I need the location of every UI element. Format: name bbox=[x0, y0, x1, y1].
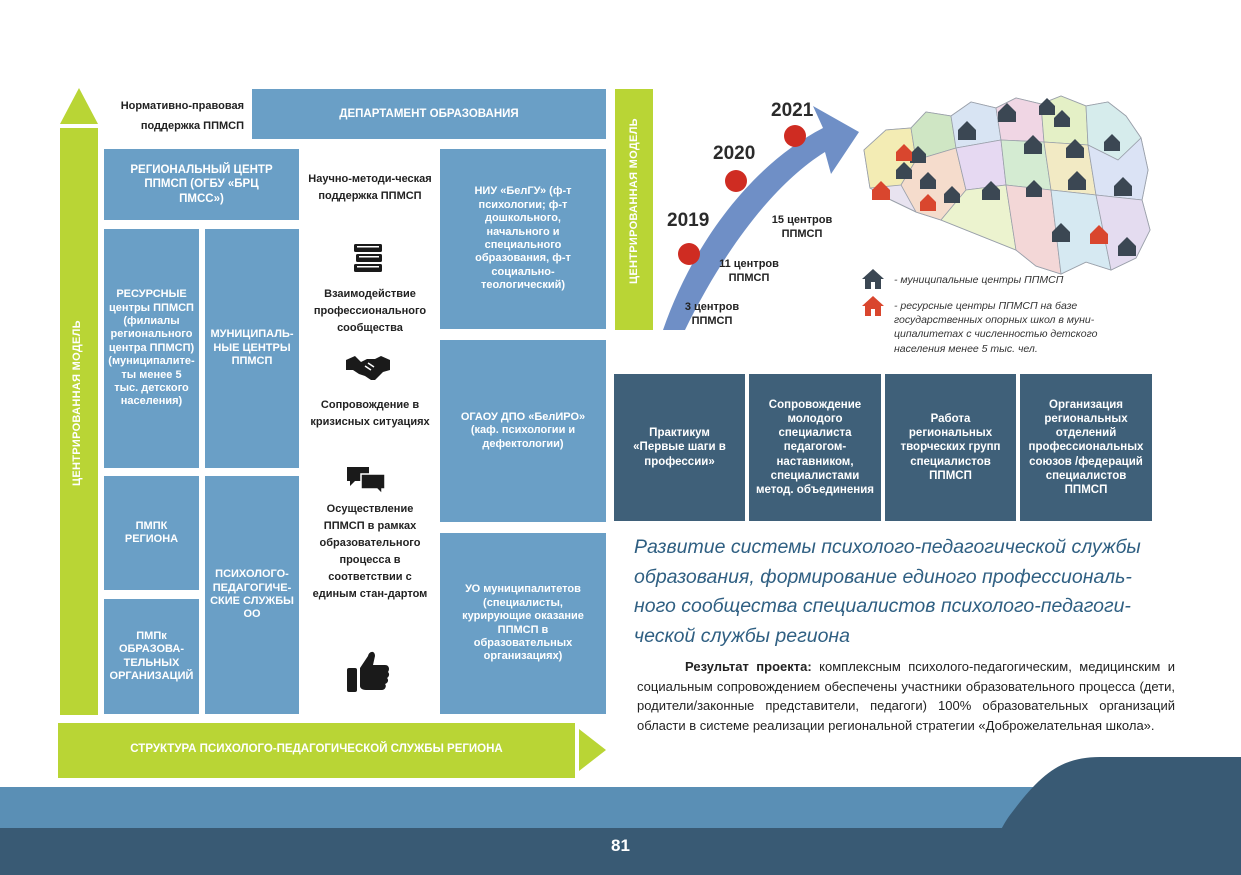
pmpk-org-box: ПМПк ОБРАЗОВА-ТЕЛЬНЫХ ОРГАНИЗАЦИЙ bbox=[104, 599, 199, 714]
right-vertical-bar bbox=[615, 89, 653, 330]
resource-centers-box: РЕСУРСНЫЕ центры ППМСП (филиалы регионал… bbox=[104, 229, 199, 468]
uo-municipalities-box: УО муниципалитетов (специалисты, курирую… bbox=[440, 533, 606, 714]
municipal-house-icon bbox=[862, 269, 884, 289]
resource-house-icon bbox=[862, 296, 884, 316]
municipal-centers-box: МУНИЦИПАЛЬ-НЫЕ ЦЕНТРЫ ППМСП bbox=[205, 229, 299, 468]
structure-title: СТРУКТУРА ПСИХОЛОГО-ПЕДАГОГИЧЕСКОЙ СЛУЖБ… bbox=[130, 743, 503, 755]
activity-creative-groups: Работа региональных творческих групп спе… bbox=[885, 374, 1016, 521]
year-2019: 2019 bbox=[667, 210, 710, 231]
legend-resource-text: - ресурсные центры ППМСП на базе государ… bbox=[894, 300, 1098, 355]
right-arrow-icon bbox=[58, 723, 606, 778]
niu-belgu-box: НИУ «БелГУ» (ф-т психологии; ф-т дошколь… bbox=[440, 149, 606, 329]
pmpk-region-box: ПМПК РЕГИОНА bbox=[104, 476, 199, 590]
timeline-arrow bbox=[663, 106, 859, 330]
count-2021: 15 центров ППМСП bbox=[771, 214, 833, 241]
activity-unions: Организация региональных отделений профе… bbox=[1020, 374, 1152, 521]
crisis-support-label: Сопровождение в кризисных ситуациях bbox=[310, 399, 430, 429]
headline: Развитие системы психолого-педагогическо… bbox=[634, 536, 1141, 647]
centered-model-right-label: ЦЕНТРИРОВАННАЯ МОДЕЛЬ bbox=[628, 118, 640, 284]
ogaou-beliro-box: ОГАОУ ДПО «БелИРО» (каф. психологии и де… bbox=[440, 340, 606, 522]
year-2021: 2021 bbox=[771, 100, 814, 121]
result-label: Результат проекта: bbox=[685, 659, 812, 674]
year-2020: 2020 bbox=[713, 143, 756, 164]
psych-services-box: ПСИХОЛОГО-ПЕДАГОГИЧЕ-СКИЕ СЛУЖБЫ ОО bbox=[205, 476, 299, 714]
bottom-horizontal-arrow bbox=[58, 723, 608, 778]
scientific-support-label: Научно-методи-ческая поддержка ППМСП bbox=[308, 173, 432, 203]
thumbs-up-icon bbox=[347, 651, 390, 692]
regional-center-box: РЕГИОНАЛЬНЫЙ ЦЕНТР ППМСП (ОГБУ «БРЦ ПМСС… bbox=[104, 149, 299, 220]
footer-waves bbox=[0, 757, 1241, 875]
activity-practicum: Практикум «Первые шаги в профессии» bbox=[614, 374, 745, 521]
count-2020: 11 центров ППМСП bbox=[719, 258, 779, 285]
normative-support-label: Нормативно-правовая поддержка ППМСП bbox=[120, 100, 244, 132]
books-icon bbox=[354, 244, 382, 272]
up-arrow-icon bbox=[60, 88, 98, 715]
page-number: 81 bbox=[611, 836, 630, 855]
result-text: комплексным психолого-педагогическим, ме… bbox=[637, 659, 1175, 733]
chat-bubbles-icon bbox=[347, 467, 386, 495]
legend-municipal-text: - муниципальные центры ППМСП bbox=[894, 274, 1064, 286]
handshake-icon bbox=[346, 356, 390, 380]
activity-mentoring: Сопровождение молодого специалиста педаг… bbox=[749, 374, 881, 521]
department-box: ДЕПАРТАМЕНТ ОБРАЗОВАНИЯ bbox=[252, 89, 606, 139]
timeline-markers bbox=[678, 125, 806, 265]
left-vertical-arrow bbox=[58, 88, 100, 715]
community-interaction-label: Взаимодействие профессионального сообщес… bbox=[313, 288, 427, 335]
region-map bbox=[863, 95, 1151, 275]
centered-model-left-label: ЦЕНТРИРОВАННАЯ МОДЕЛЬ bbox=[71, 320, 83, 486]
educational-process-label: Осуществление ППМСП в рамках образовател… bbox=[312, 503, 428, 601]
project-result: Результат проекта: комплексным психолого… bbox=[637, 657, 1175, 735]
count-2019: 3 центров ППМСП bbox=[684, 301, 740, 328]
